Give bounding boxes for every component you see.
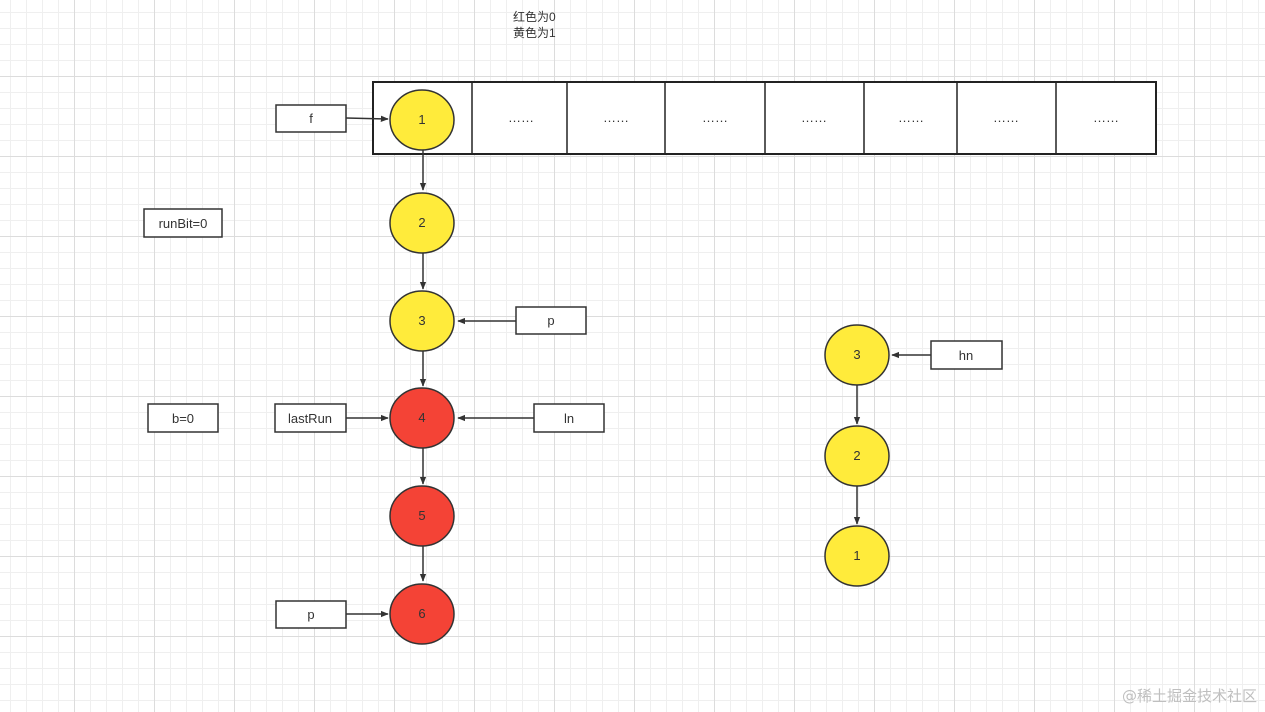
run-bit-label: runBit=0 bbox=[159, 216, 208, 231]
watermark: @稀土掘金技术社区 bbox=[1121, 687, 1257, 705]
node-6 bbox=[389, 583, 455, 645]
pointer-box-f bbox=[275, 104, 347, 133]
pointer-arrow-f bbox=[345, 115, 389, 123]
bucket-cell: …… bbox=[1093, 110, 1119, 125]
pointer-boxes: f p lastRun ln p hn bbox=[274, 104, 1003, 629]
hn-node-3 bbox=[824, 324, 890, 386]
pointer-f-label: f bbox=[309, 111, 313, 126]
pointer-p-top-label: p bbox=[547, 313, 554, 328]
hn-node-1 bbox=[824, 525, 890, 587]
bucket-cell: …… bbox=[801, 110, 827, 125]
node-6-label: 6 bbox=[418, 606, 425, 621]
legend-yellow-one: 黄色为1 bbox=[513, 26, 556, 40]
bucket-cell: …… bbox=[508, 110, 534, 125]
bucket-cell: …… bbox=[702, 110, 728, 125]
node-2 bbox=[389, 192, 455, 254]
bucket-cell: …… bbox=[993, 110, 1019, 125]
hn-node-2 bbox=[824, 425, 890, 487]
pointer-box-p-top bbox=[515, 306, 587, 335]
node-4-label: 4 bbox=[418, 410, 425, 425]
hn-node-1-label: 1 bbox=[853, 548, 860, 563]
pointer-p-bottom-label: p bbox=[307, 607, 314, 622]
node-3-label: 3 bbox=[418, 313, 425, 328]
left-chain: 1 2 3 4 5 6 bbox=[389, 89, 455, 645]
pointer-hn-label: hn bbox=[959, 348, 973, 363]
run-bit-box bbox=[143, 208, 223, 238]
node-5-label: 5 bbox=[418, 508, 425, 523]
node-1 bbox=[389, 89, 455, 151]
bucket-cell: …… bbox=[898, 110, 924, 125]
b-box bbox=[147, 403, 219, 433]
pointer-box-last-run bbox=[274, 403, 347, 433]
node-2-label: 2 bbox=[418, 215, 425, 230]
pointer-arrows bbox=[345, 115, 931, 618]
variable-boxes: runBit=0 b=0 bbox=[143, 208, 223, 433]
bucket-cell: …… bbox=[603, 110, 629, 125]
pointer-ln-label: ln bbox=[564, 411, 574, 426]
legend-red-zero: 红色为0 bbox=[513, 10, 556, 24]
node-5 bbox=[389, 485, 455, 547]
pointer-box-hn bbox=[930, 340, 1003, 370]
pointer-box-ln bbox=[533, 403, 605, 433]
node-1-label: 1 bbox=[418, 112, 425, 127]
node-4 bbox=[389, 387, 455, 449]
right-chain: 3 2 1 bbox=[824, 324, 890, 587]
pointer-box-p-bottom bbox=[275, 600, 347, 629]
hn-node-3-label: 3 bbox=[853, 347, 860, 362]
bucket-table: …… …… …… …… …… …… …… bbox=[372, 81, 1157, 155]
node-3 bbox=[389, 290, 455, 352]
hn-node-2-label: 2 bbox=[853, 448, 860, 463]
pointer-last-run-label: lastRun bbox=[288, 411, 332, 426]
b-label: b=0 bbox=[172, 411, 194, 426]
